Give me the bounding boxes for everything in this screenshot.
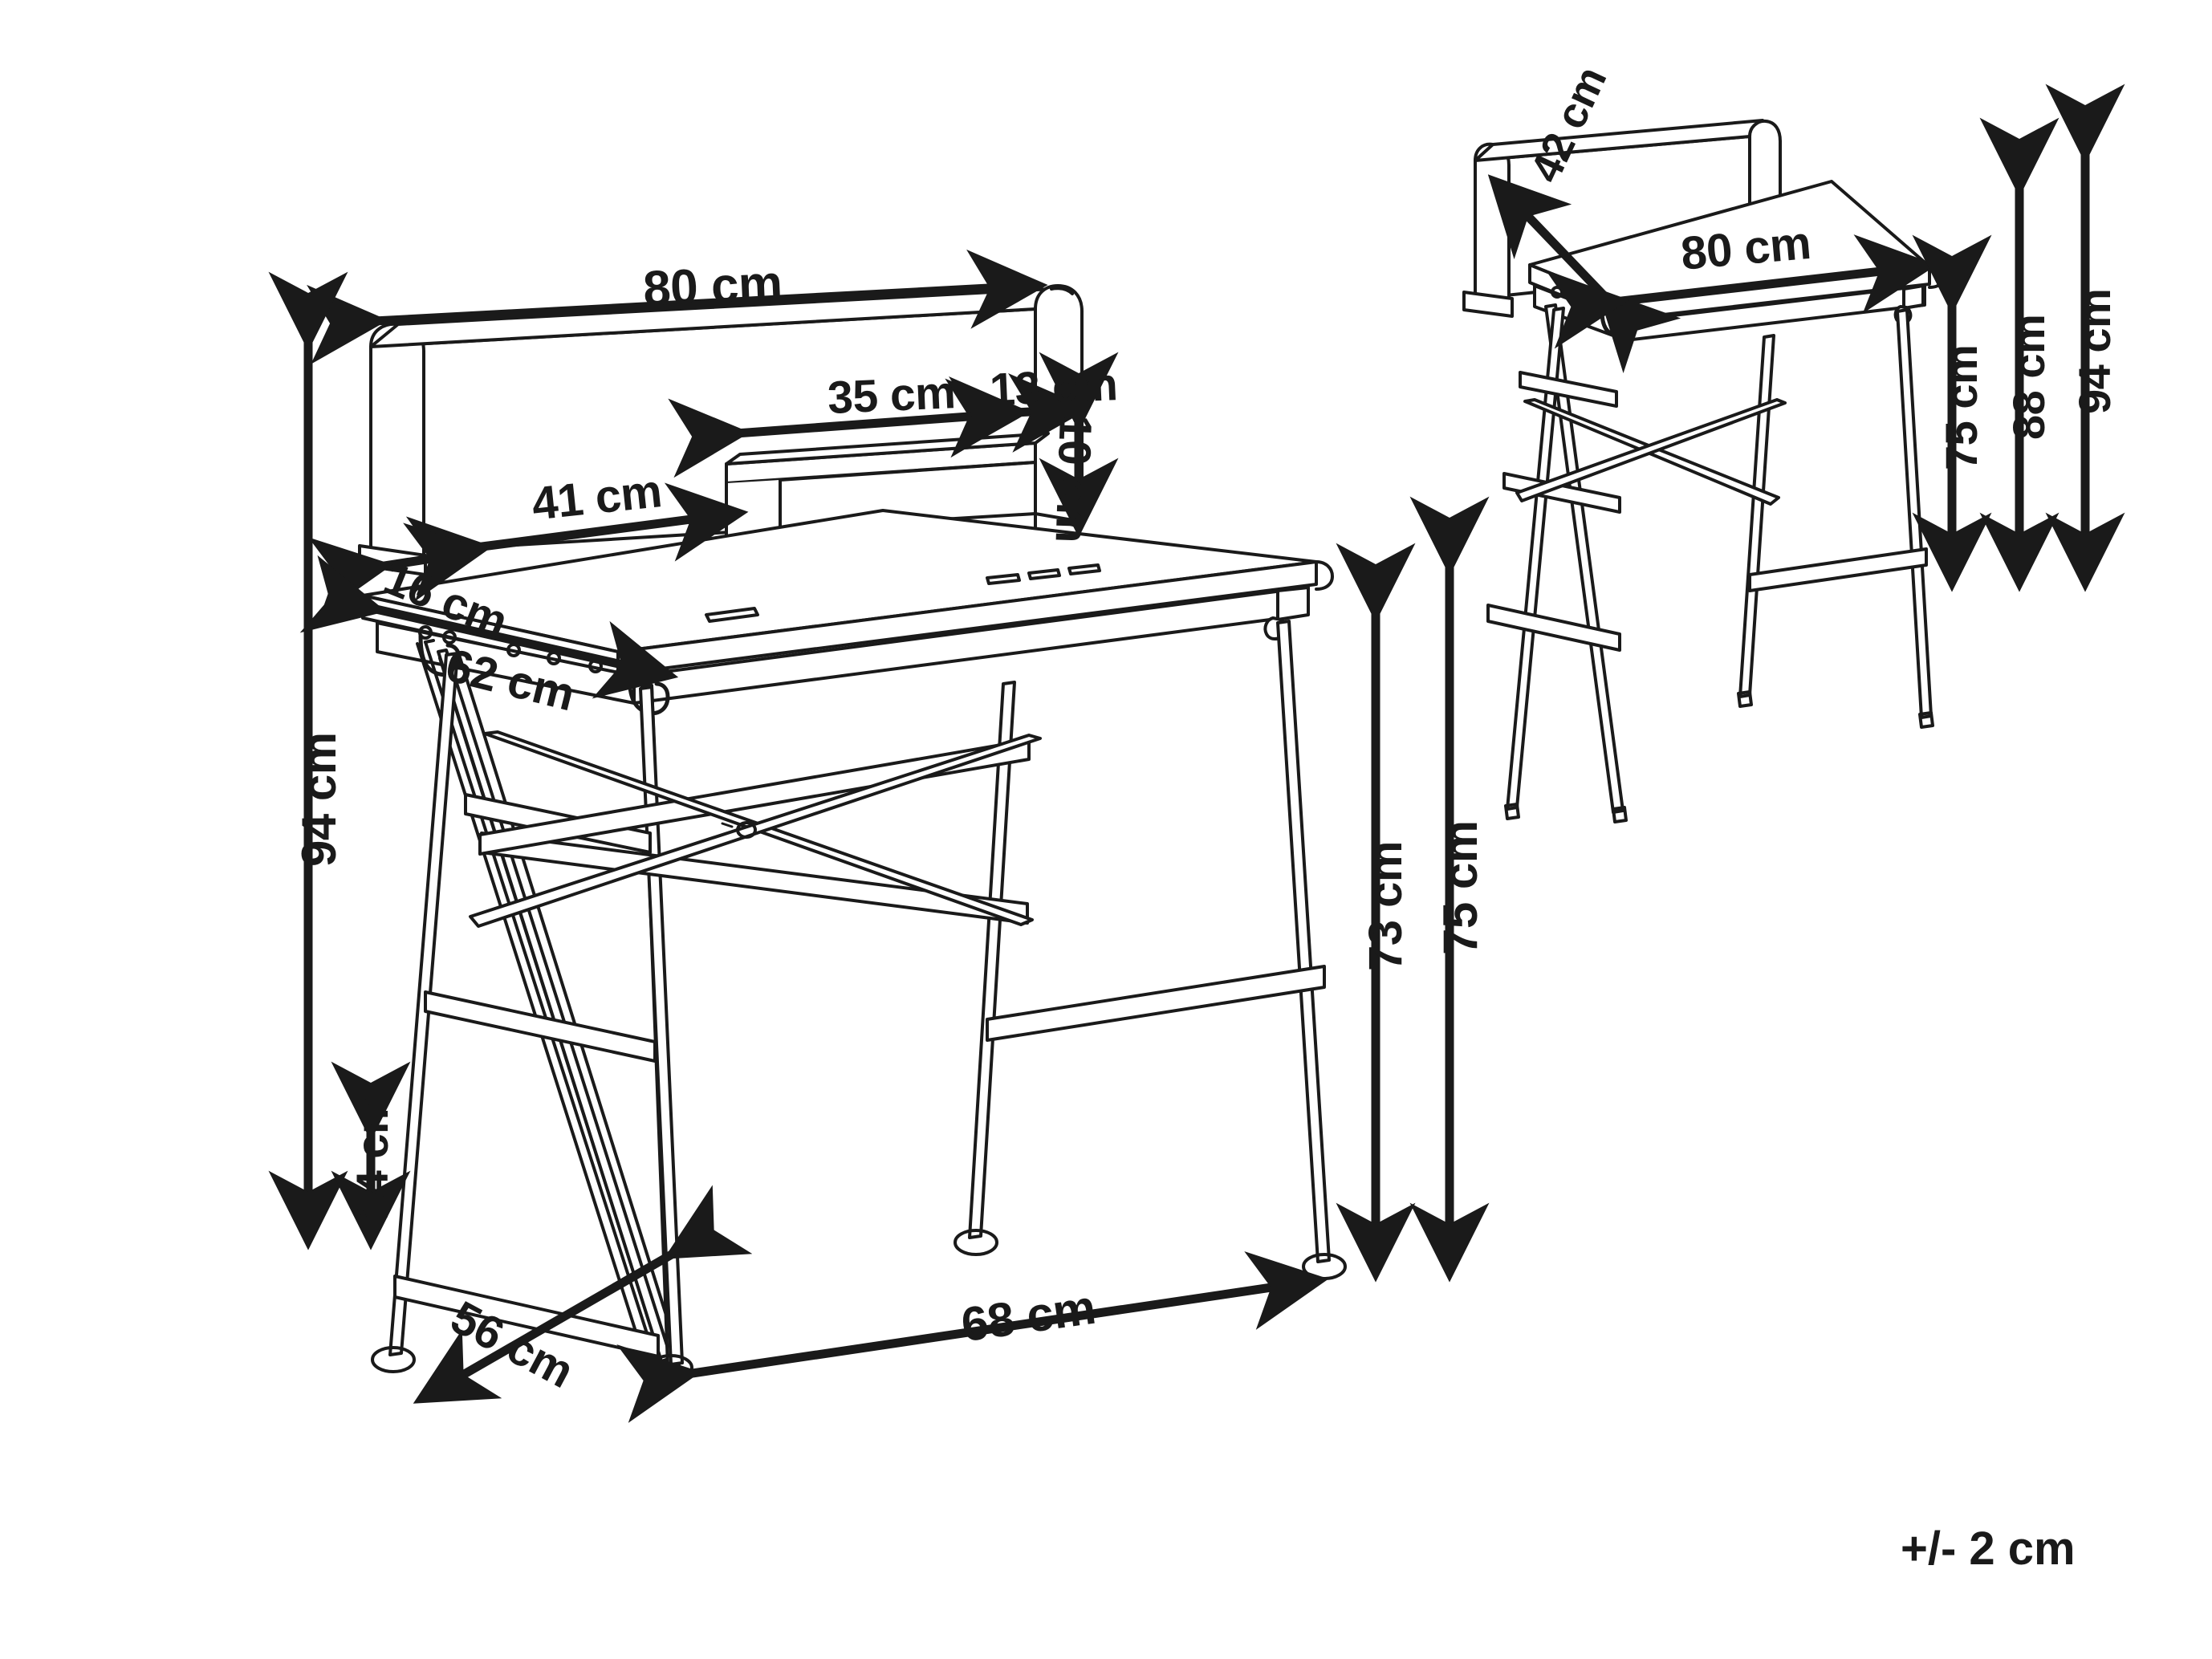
- dim-label-35cm: 35 cm: [826, 367, 957, 424]
- dim-label-75cm-folded: 75 cm: [1936, 344, 1986, 470]
- dim-label-75cm-main: 75 cm: [1433, 820, 1487, 955]
- dim-line-80cm-folded: [1545, 234, 1938, 349]
- dim-label-88cm: 88 cm: [2003, 314, 2054, 440]
- dim-label-73cm: 73 cm: [1360, 841, 1412, 971]
- dim-line-68cm: [616, 1250, 1329, 1423]
- dim-line-62cm: [299, 555, 679, 699]
- dim-label-10cm: 10 cm: [1045, 413, 1101, 544]
- dim-label-80cm-main: 80 cm: [641, 255, 783, 317]
- dim-line-80cm-main: [307, 249, 1048, 364]
- dim-label-80cm-folded: 80 cm: [1678, 216, 1813, 280]
- main-leg-frame: [371, 620, 1347, 1381]
- dim-line-42cm: [1487, 174, 1681, 374]
- dim-label-94cm-main: 94 cm: [292, 732, 346, 867]
- dim-label-13cm: 13 cm: [988, 359, 1119, 416]
- dim-line-41cm: [405, 482, 749, 596]
- tolerance-note: +/- 2 cm: [1901, 1523, 2076, 1575]
- dim-label-94cm-folded: 94 cm: [2069, 288, 2120, 414]
- dim-label-14cm: 14 cm: [347, 1094, 397, 1220]
